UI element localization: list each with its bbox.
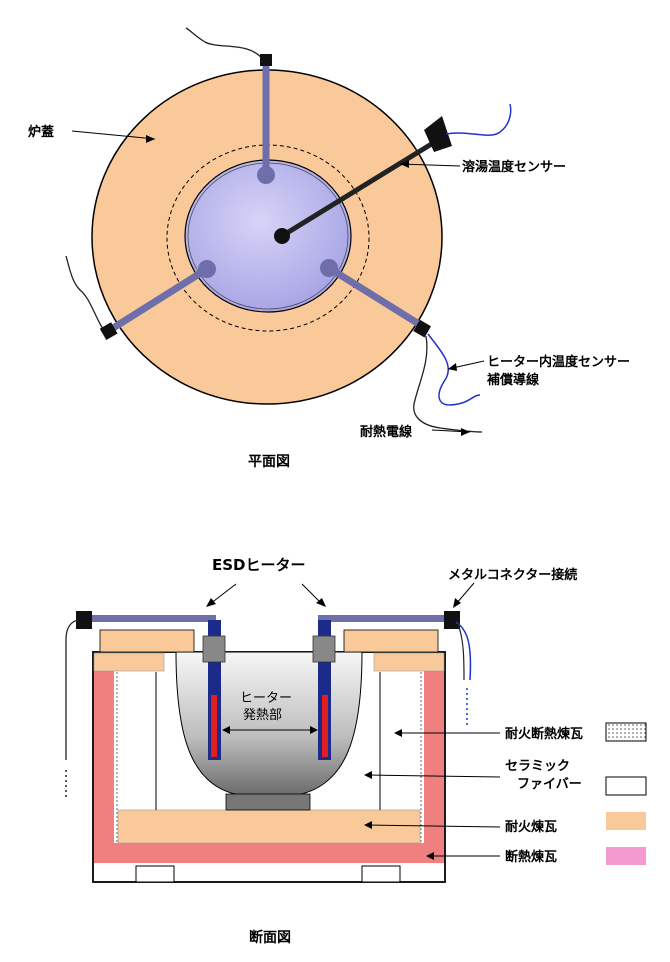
swatch-ceramic-fiber: [605, 776, 647, 796]
heater-arm-right-sec: [318, 615, 448, 622]
lid-right: [343, 629, 439, 653]
legend-label-1: 耐火断熱煉瓦: [505, 726, 583, 742]
swatch-refractory-insulating: [605, 722, 647, 742]
heater-sensor-cable-blue: [427, 333, 481, 406]
ledge-left: [93, 652, 165, 672]
label-metal-connector: メタルコネクター接続: [448, 567, 577, 583]
heater-arm-left: [108, 266, 209, 333]
melt-sensor-tip: [274, 228, 290, 244]
melt-sensor-cable: [445, 103, 512, 136]
swatch-insulating: [606, 847, 646, 865]
heater-node-top: [257, 166, 275, 184]
connector-right-sec: [444, 611, 460, 629]
plan-title: 平面図: [248, 454, 290, 470]
label-heating-part-line1: ヒーター: [240, 691, 292, 706]
crucible-bowl: [175, 651, 363, 797]
label-cable: 耐熱電線: [360, 424, 413, 440]
heater-right-element: [322, 695, 328, 757]
label-heating-part-line2: 発熱部: [243, 708, 282, 723]
top-cable: [185, 27, 266, 63]
label-melt-sensor: 溶湯温度センサー: [462, 159, 566, 175]
legend-label-2b: ファイバー: [517, 777, 582, 792]
label-lid: 炉蓋: [28, 124, 54, 140]
insulating-wall-right: [424, 653, 444, 863]
section-right-cable-blue: [455, 621, 472, 681]
refractory-floor: [117, 809, 421, 844]
heater-node-right: [320, 259, 338, 277]
lid-left: [99, 629, 195, 653]
left-cable: [65, 255, 109, 337]
section-title: 断面図: [249, 929, 291, 946]
connector-right: [413, 319, 432, 338]
heater-arm-left-sec: [88, 615, 216, 622]
connector-left-sec: [76, 611, 92, 629]
swatch-refractory: [606, 812, 646, 830]
crucible-base: [225, 793, 311, 811]
insulating-wall-left: [94, 653, 114, 863]
legend-label-4: 断熱煉瓦: [505, 849, 557, 865]
plan-view: 炉蓋 溶湯温度センサー ヒーター内温度センサー 補償導線 耐熱電線 平面図: [28, 27, 630, 470]
label-heater-sensor-line1: ヒーター内温度センサー: [487, 354, 630, 370]
legend-label-2a: セラミック: [505, 759, 570, 774]
insulating-floor: [94, 843, 444, 863]
heater-left-joint: [202, 635, 226, 663]
foot-left: [135, 865, 175, 883]
heater-arm-right: [327, 265, 424, 329]
heater-right-joint: [312, 635, 336, 663]
legend-label-3: 耐火煉瓦: [505, 819, 557, 835]
connector-left: [99, 322, 118, 341]
heater-left-element: [211, 695, 217, 757]
lid-leader: [71, 130, 156, 140]
ledge-right: [373, 652, 445, 672]
foot-right: [361, 865, 401, 883]
connector-top: [260, 54, 272, 66]
label-esd-heater: ESDヒーター: [212, 556, 306, 574]
melt-sensor-head: [424, 116, 452, 152]
melt-sensor-rod: [280, 137, 440, 239]
section-view: ESDヒーター メタルコネクター接続 ヒーター 発熱部 耐火断熱煉瓦 セラミック…: [65, 556, 647, 946]
dotted-strip-right: [420, 672, 424, 842]
dotted-strip-left: [114, 672, 118, 842]
melt-sensor-leader: [399, 163, 461, 167]
heater-node-left: [198, 260, 216, 278]
heat-cable-black: [413, 335, 483, 433]
label-heater-sensor-line2: 補償導線: [486, 372, 540, 388]
section-left-cable: [65, 619, 79, 760]
